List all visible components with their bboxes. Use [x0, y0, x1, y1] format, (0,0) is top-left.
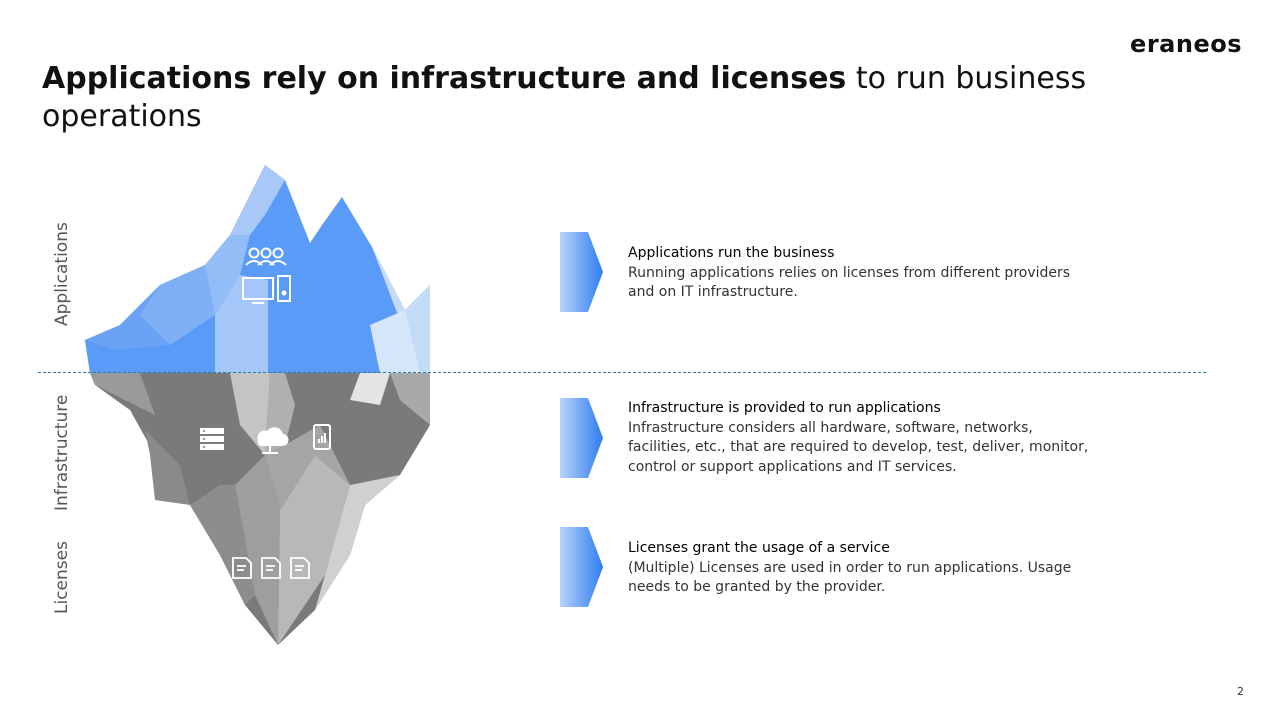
- page-number: 2: [1237, 685, 1244, 698]
- item-infrastructure-heading: Infrastructure is provided to run applic…: [628, 400, 941, 416]
- chevron-arrow-applications: [560, 232, 603, 312]
- license-documents-icon: [232, 557, 310, 579]
- title-regular: to run business operations: [42, 61, 1087, 134]
- chevron-arrow-infrastructure: [560, 398, 603, 478]
- item-applications-heading: Applications run the business: [628, 245, 835, 261]
- side-label-applications: Applications: [52, 222, 72, 326]
- server-icon: [200, 428, 224, 450]
- water-line: [38, 372, 1206, 373]
- cloud-network-icon: [257, 427, 289, 454]
- tablet-chart-icon: [313, 424, 331, 450]
- item-licenses: Licenses grant the usage of a service (M…: [628, 539, 1098, 598]
- item-applications-text: Running applications relies on licenses …: [628, 264, 1071, 301]
- title-bold: Applications rely on infrastructure and …: [42, 61, 847, 96]
- item-licenses-heading: Licenses grant the usage of a service: [628, 540, 890, 556]
- side-label-infrastructure: Infrastructure: [52, 394, 72, 511]
- iceberg-illustration: [85, 165, 430, 645]
- desktop-computer-icon: [242, 275, 291, 304]
- eraneos-logo: eraneos: [1130, 30, 1242, 58]
- side-label-licenses: Licenses: [52, 541, 72, 614]
- item-infrastructure-text: Infrastructure considers all hardware, s…: [628, 419, 1089, 475]
- page-title: Applications rely on infrastructure and …: [42, 60, 1122, 136]
- item-infrastructure: Infrastructure is provided to run applic…: [628, 399, 1098, 477]
- users-group-icon: [245, 247, 287, 266]
- item-applications: Applications run the business Running ap…: [628, 244, 1098, 303]
- item-licenses-text: (Multiple) Licenses are used in order to…: [628, 559, 1072, 596]
- chevron-arrow-licenses: [560, 527, 603, 607]
